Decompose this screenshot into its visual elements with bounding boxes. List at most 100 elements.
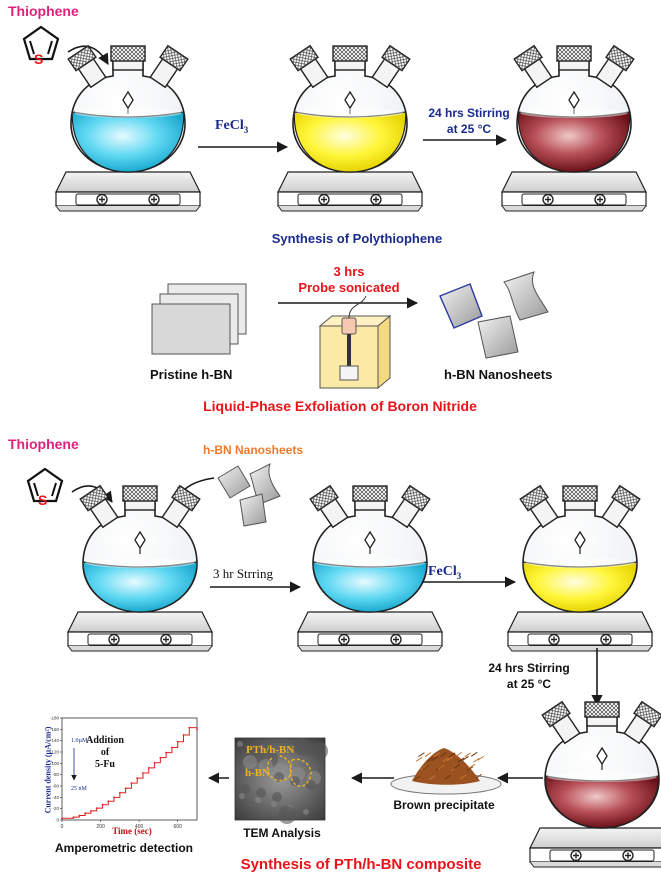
chart-point — [147, 766, 150, 769]
flask-cyan-3 — [297, 484, 443, 652]
flask-yellow-1-funnel-icon — [344, 90, 356, 110]
pristine-hbn-stack — [151, 283, 247, 355]
precipitate-fiber — [455, 751, 463, 757]
exfoliation-title: Liquid-Phase Exfoliation of Boron Nitrid… — [203, 398, 477, 414]
chart-ytick-label: 0 — [56, 818, 59, 823]
chart-xtick-label: 200 — [96, 824, 105, 830]
brown-precipitate-label: Brown precipitate — [393, 798, 495, 812]
chart-point — [101, 803, 104, 806]
chart-point — [118, 791, 121, 794]
curved-arrow-2 — [71, 485, 113, 503]
precipitate-fiber — [444, 774, 452, 780]
precipitate-fiber — [470, 751, 478, 757]
tem-tag-pth-hbn: PTh/h-BN — [246, 744, 295, 756]
stirring-label-2: 24 hrs Stirring at 25 °C — [488, 660, 569, 692]
tem-grain — [239, 793, 245, 799]
chart-point — [159, 756, 162, 759]
chart-point — [176, 740, 179, 743]
flask-cyan-2-funnel-icon — [134, 530, 146, 550]
flask-cyan-2 — [67, 484, 213, 652]
fecl3-label-2: FeCl3 — [428, 564, 461, 581]
chart-xtick-label: 600 — [174, 824, 183, 830]
tem-grain — [303, 809, 309, 815]
fecl3-text-1: FeCl — [215, 118, 244, 133]
flask-maroon-2-hotplate — [529, 827, 661, 868]
chart-xtick-label: 0 — [61, 824, 64, 830]
chart-point — [182, 734, 185, 736]
flask-cyan-3-hotplate — [297, 611, 443, 652]
sonicator-cable — [348, 295, 367, 319]
precipitate-fiber — [466, 766, 474, 772]
precipitate-fiber — [433, 752, 441, 758]
fecl3-label-1: FeCl3 — [215, 118, 248, 135]
chart-annotation-line3: 5-Fu — [94, 759, 115, 770]
flask-maroon-1 — [501, 44, 647, 212]
precipitate-fiber — [477, 755, 485, 761]
stirring-3hr-label: 3 hr Strring — [213, 566, 273, 581]
tem-grain — [278, 806, 296, 824]
composite-title: Synthesis of PTh/h-BN composite — [240, 856, 482, 873]
flask-cyan-1-hotplate — [55, 171, 201, 212]
precipitate-fiber — [437, 764, 445, 770]
sonicator-probe — [347, 334, 351, 366]
stirring-label-1: 24 hrs Stirring at 25 °C — [428, 105, 509, 137]
sonication-line1: 3 hrs — [333, 264, 365, 279]
tem-grain — [271, 801, 277, 807]
pristine-hbn-label: Pristine h-BN — [150, 367, 233, 382]
tem-tag-hbn: h-BN — [245, 767, 271, 779]
nanosheet-b — [503, 271, 549, 321]
flask-yellow-2-liquid-surface — [525, 558, 635, 568]
tem-grain — [237, 741, 243, 747]
nanosheet-e — [249, 463, 281, 505]
precipitate-fiber — [422, 764, 430, 770]
flask-maroon-2-liquid-surface — [547, 772, 657, 782]
chart-ytick-label: -180 — [50, 716, 60, 721]
precipitate-fiber — [464, 752, 471, 758]
chart-ytick-label: -140 — [50, 738, 60, 743]
flask-cyan-1-funnel-icon — [122, 90, 134, 110]
precipitate-heap — [412, 748, 480, 785]
precipitate-fiber — [418, 752, 425, 758]
precipitate-fiber — [431, 756, 438, 762]
stirring-line1-1: 24 hrs Stirring — [428, 106, 510, 120]
flask-yellow-2 — [507, 484, 653, 652]
flask-maroon-1-funnel-icon — [568, 90, 580, 110]
flask-maroon-2-funnel-icon — [596, 746, 608, 766]
stirring-line2-1: at 25 °C — [446, 122, 492, 136]
chart-point — [113, 796, 115, 799]
precipitate-fiber — [442, 757, 449, 763]
flask-maroon-1-hotplate — [501, 171, 647, 212]
chart-point — [78, 814, 81, 817]
precipitate-fiber — [473, 757, 480, 763]
tem-grain — [290, 776, 300, 786]
chart-point — [95, 807, 98, 809]
chart-point — [90, 810, 92, 812]
nanosheet-d — [217, 465, 251, 499]
hbn-nanosheets-1 — [439, 271, 549, 359]
tem-circle-a — [266, 755, 292, 782]
amperometric-label: Amperometric detection — [54, 841, 194, 855]
sonicator-side — [377, 314, 391, 390]
tem-grain — [240, 784, 250, 794]
sonicator-head — [341, 317, 357, 335]
chart-point — [130, 782, 133, 785]
pristine-sheet-2 — [151, 303, 231, 355]
stirring-line2-2: at 25 °C — [506, 677, 552, 691]
flask-maroon-1-liquid-surface — [520, 108, 628, 118]
chart-annotation-line1: Addition — [86, 735, 124, 746]
fecl3-text-2: FeCl — [428, 564, 457, 579]
chart-ytick-label: -160 — [50, 727, 60, 732]
chart-xtick-label: 400 — [135, 824, 144, 830]
tem-grain — [310, 742, 328, 760]
precipitate-fiber — [448, 752, 456, 758]
chart-annotation-line2: of — [100, 747, 110, 758]
sonication-line2: Probe sonicated — [298, 280, 400, 295]
tem-image — [234, 737, 328, 824]
thiophene-label-1: Thiophene — [8, 3, 79, 19]
chart-point — [72, 816, 75, 819]
chart-scalebar-label: 1.0µM — [71, 738, 88, 744]
chart-ytick-label: -60 — [52, 784, 59, 789]
chart-xlabel: Time (sec) — [112, 826, 152, 836]
